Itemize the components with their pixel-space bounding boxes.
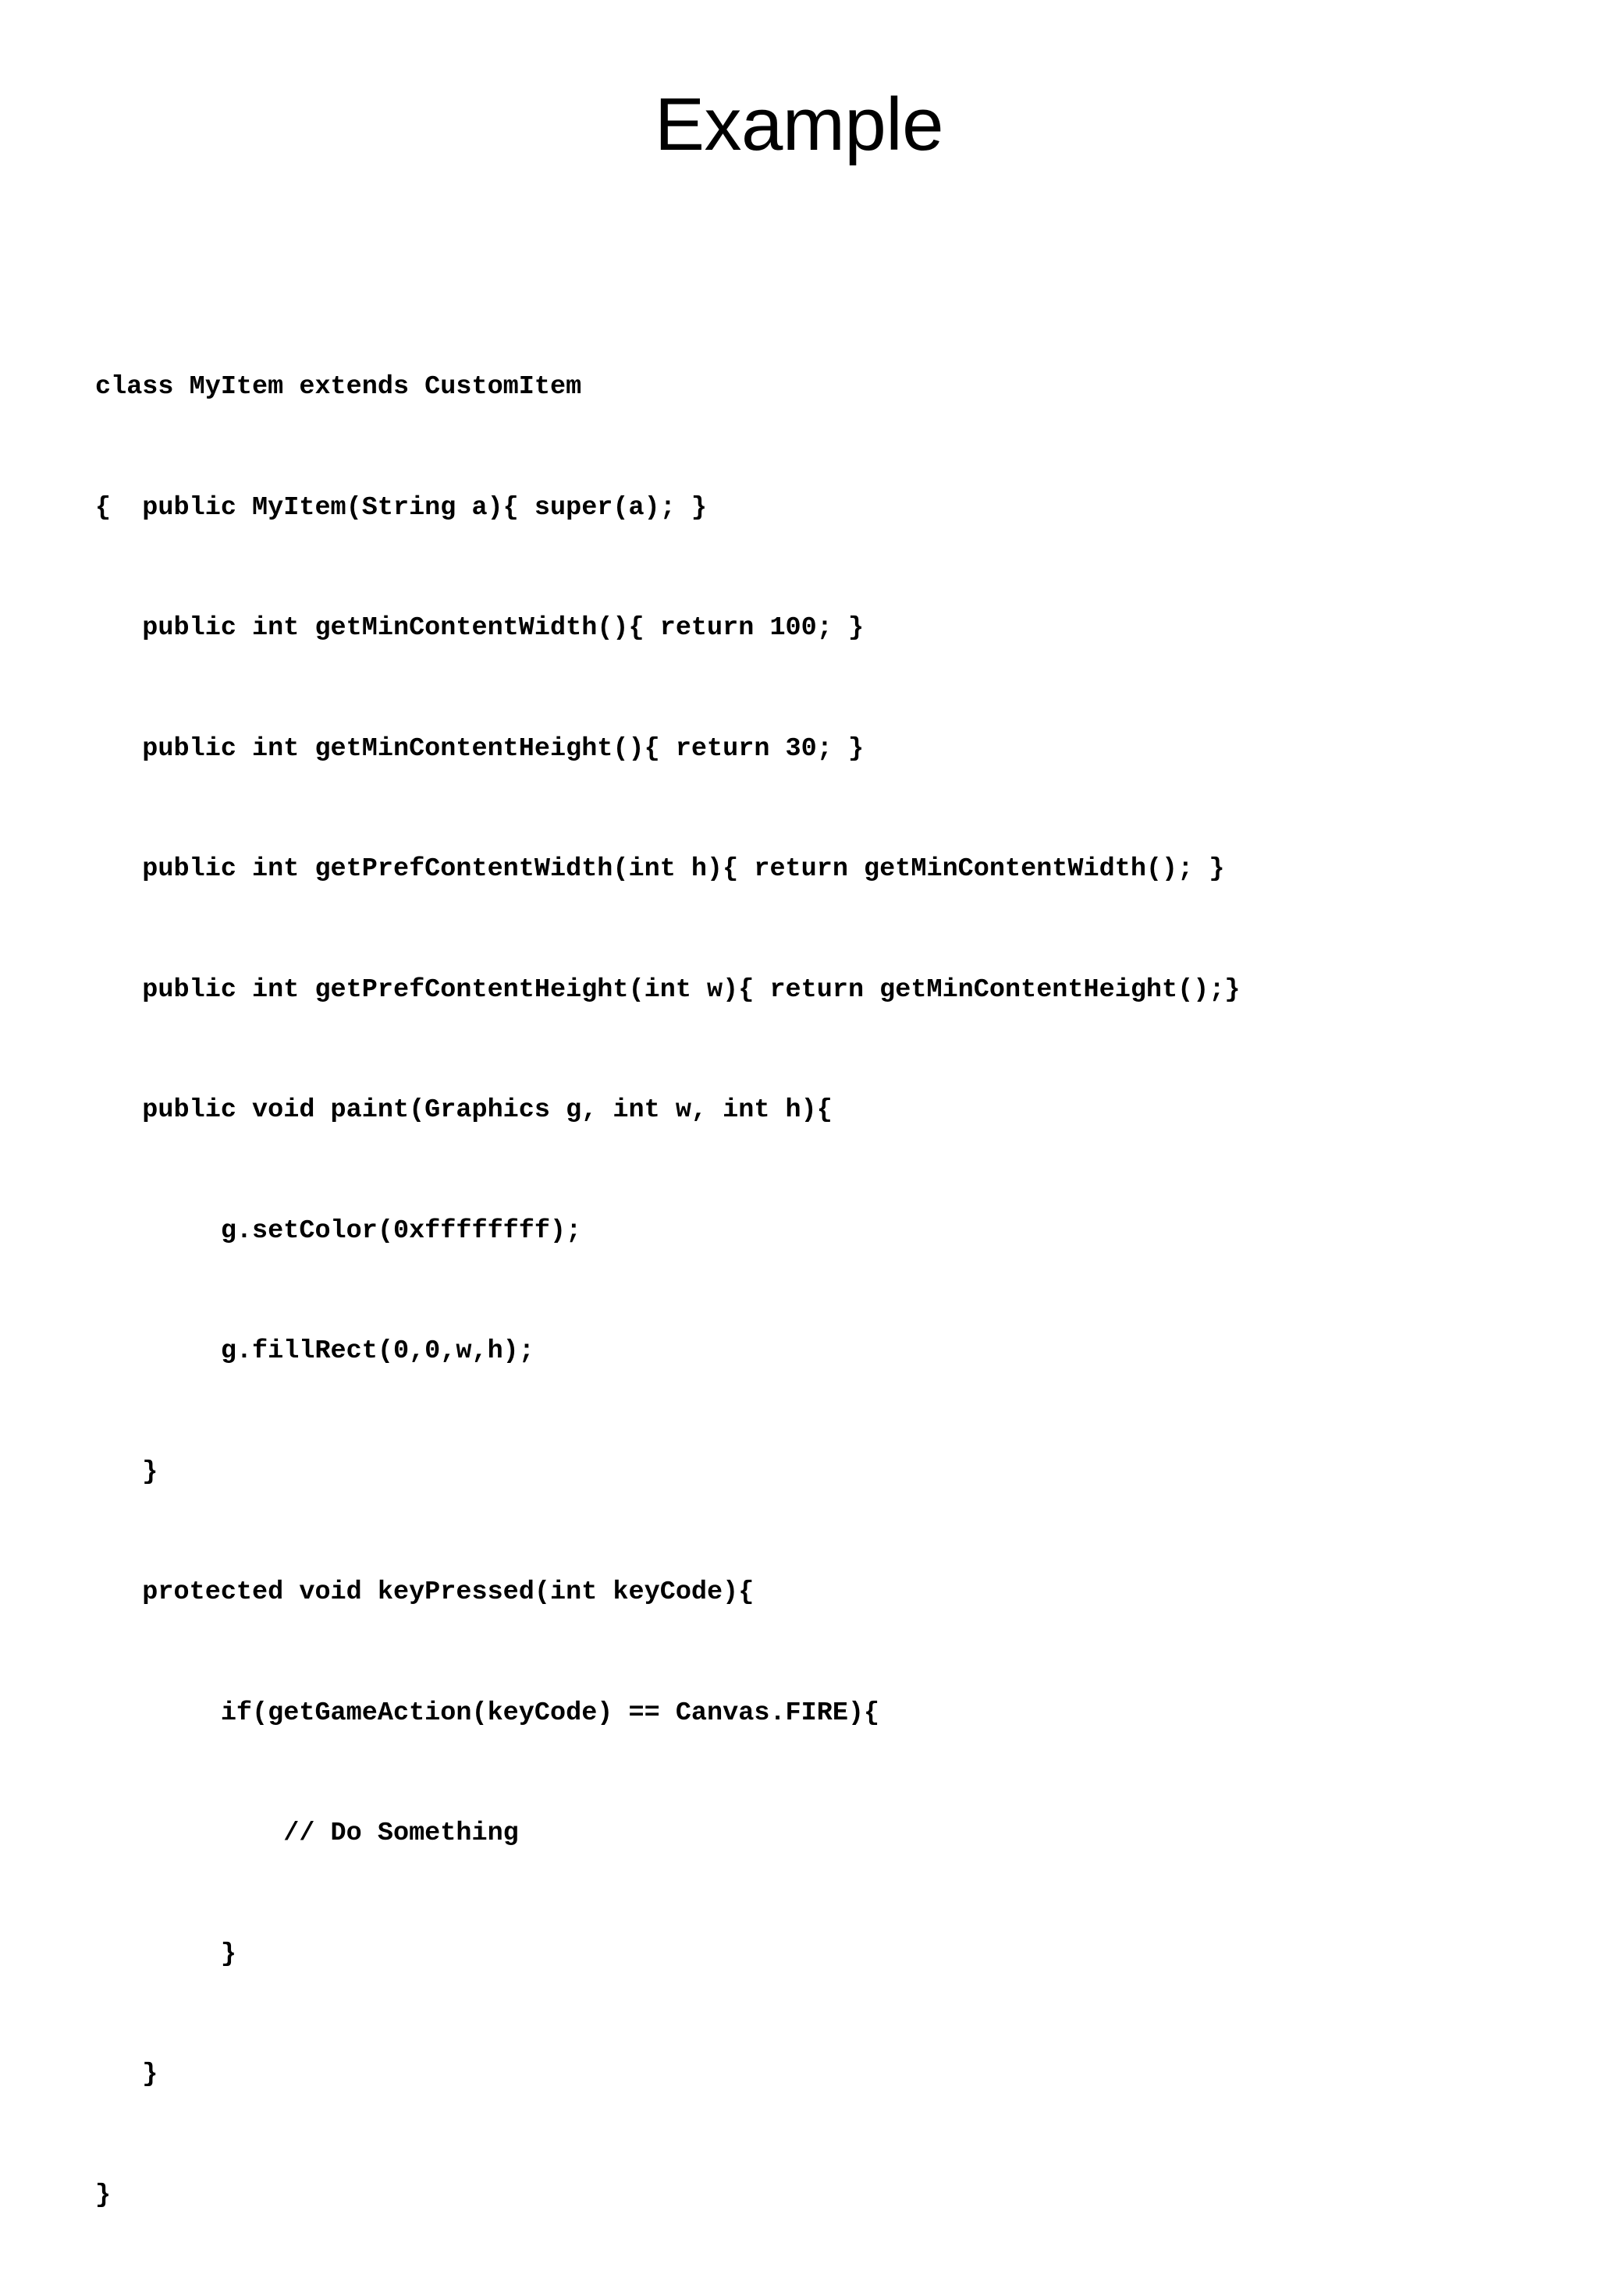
code-line: }: [95, 1457, 158, 1487]
code-line: public int getMinContentWidth(){ return …: [95, 613, 865, 643]
page-title: Example: [655, 83, 944, 166]
code-line: // Do Something: [95, 1819, 519, 1848]
code-line: g.setColor(0xffffffff);: [95, 1215, 582, 1246]
code-line: }: [95, 2060, 158, 2089]
slide-canvas: Example class MyItem extends CustomItem …: [95, 83, 1241, 2210]
code-line: protected void keyPressed(int keyCode){: [95, 1577, 755, 1607]
code-line: public int getPrefContentWidth(int h){ r…: [95, 854, 1225, 884]
code-line: }: [95, 2180, 112, 2210]
code-line: }: [95, 1939, 236, 1969]
code-block: class MyItem extends CustomItem { public…: [95, 287, 1547, 2296]
code-line: public int getMinContentHeight(){ return…: [95, 733, 865, 764]
code-line: g.fillRect(0,0,w,h);: [95, 1336, 534, 1366]
code-line: if(getGameAction(keyCode) == Canvas.FIRE…: [95, 1698, 880, 1728]
code-line: class MyItem extends CustomItem: [95, 372, 582, 402]
code-line: public int getPrefContentHeight(int w){ …: [95, 974, 1241, 1005]
code-line: { public MyItem(String a){ super(a); }: [95, 492, 708, 523]
code-line: public void paint(Graphics g, int w, int…: [95, 1095, 833, 1125]
